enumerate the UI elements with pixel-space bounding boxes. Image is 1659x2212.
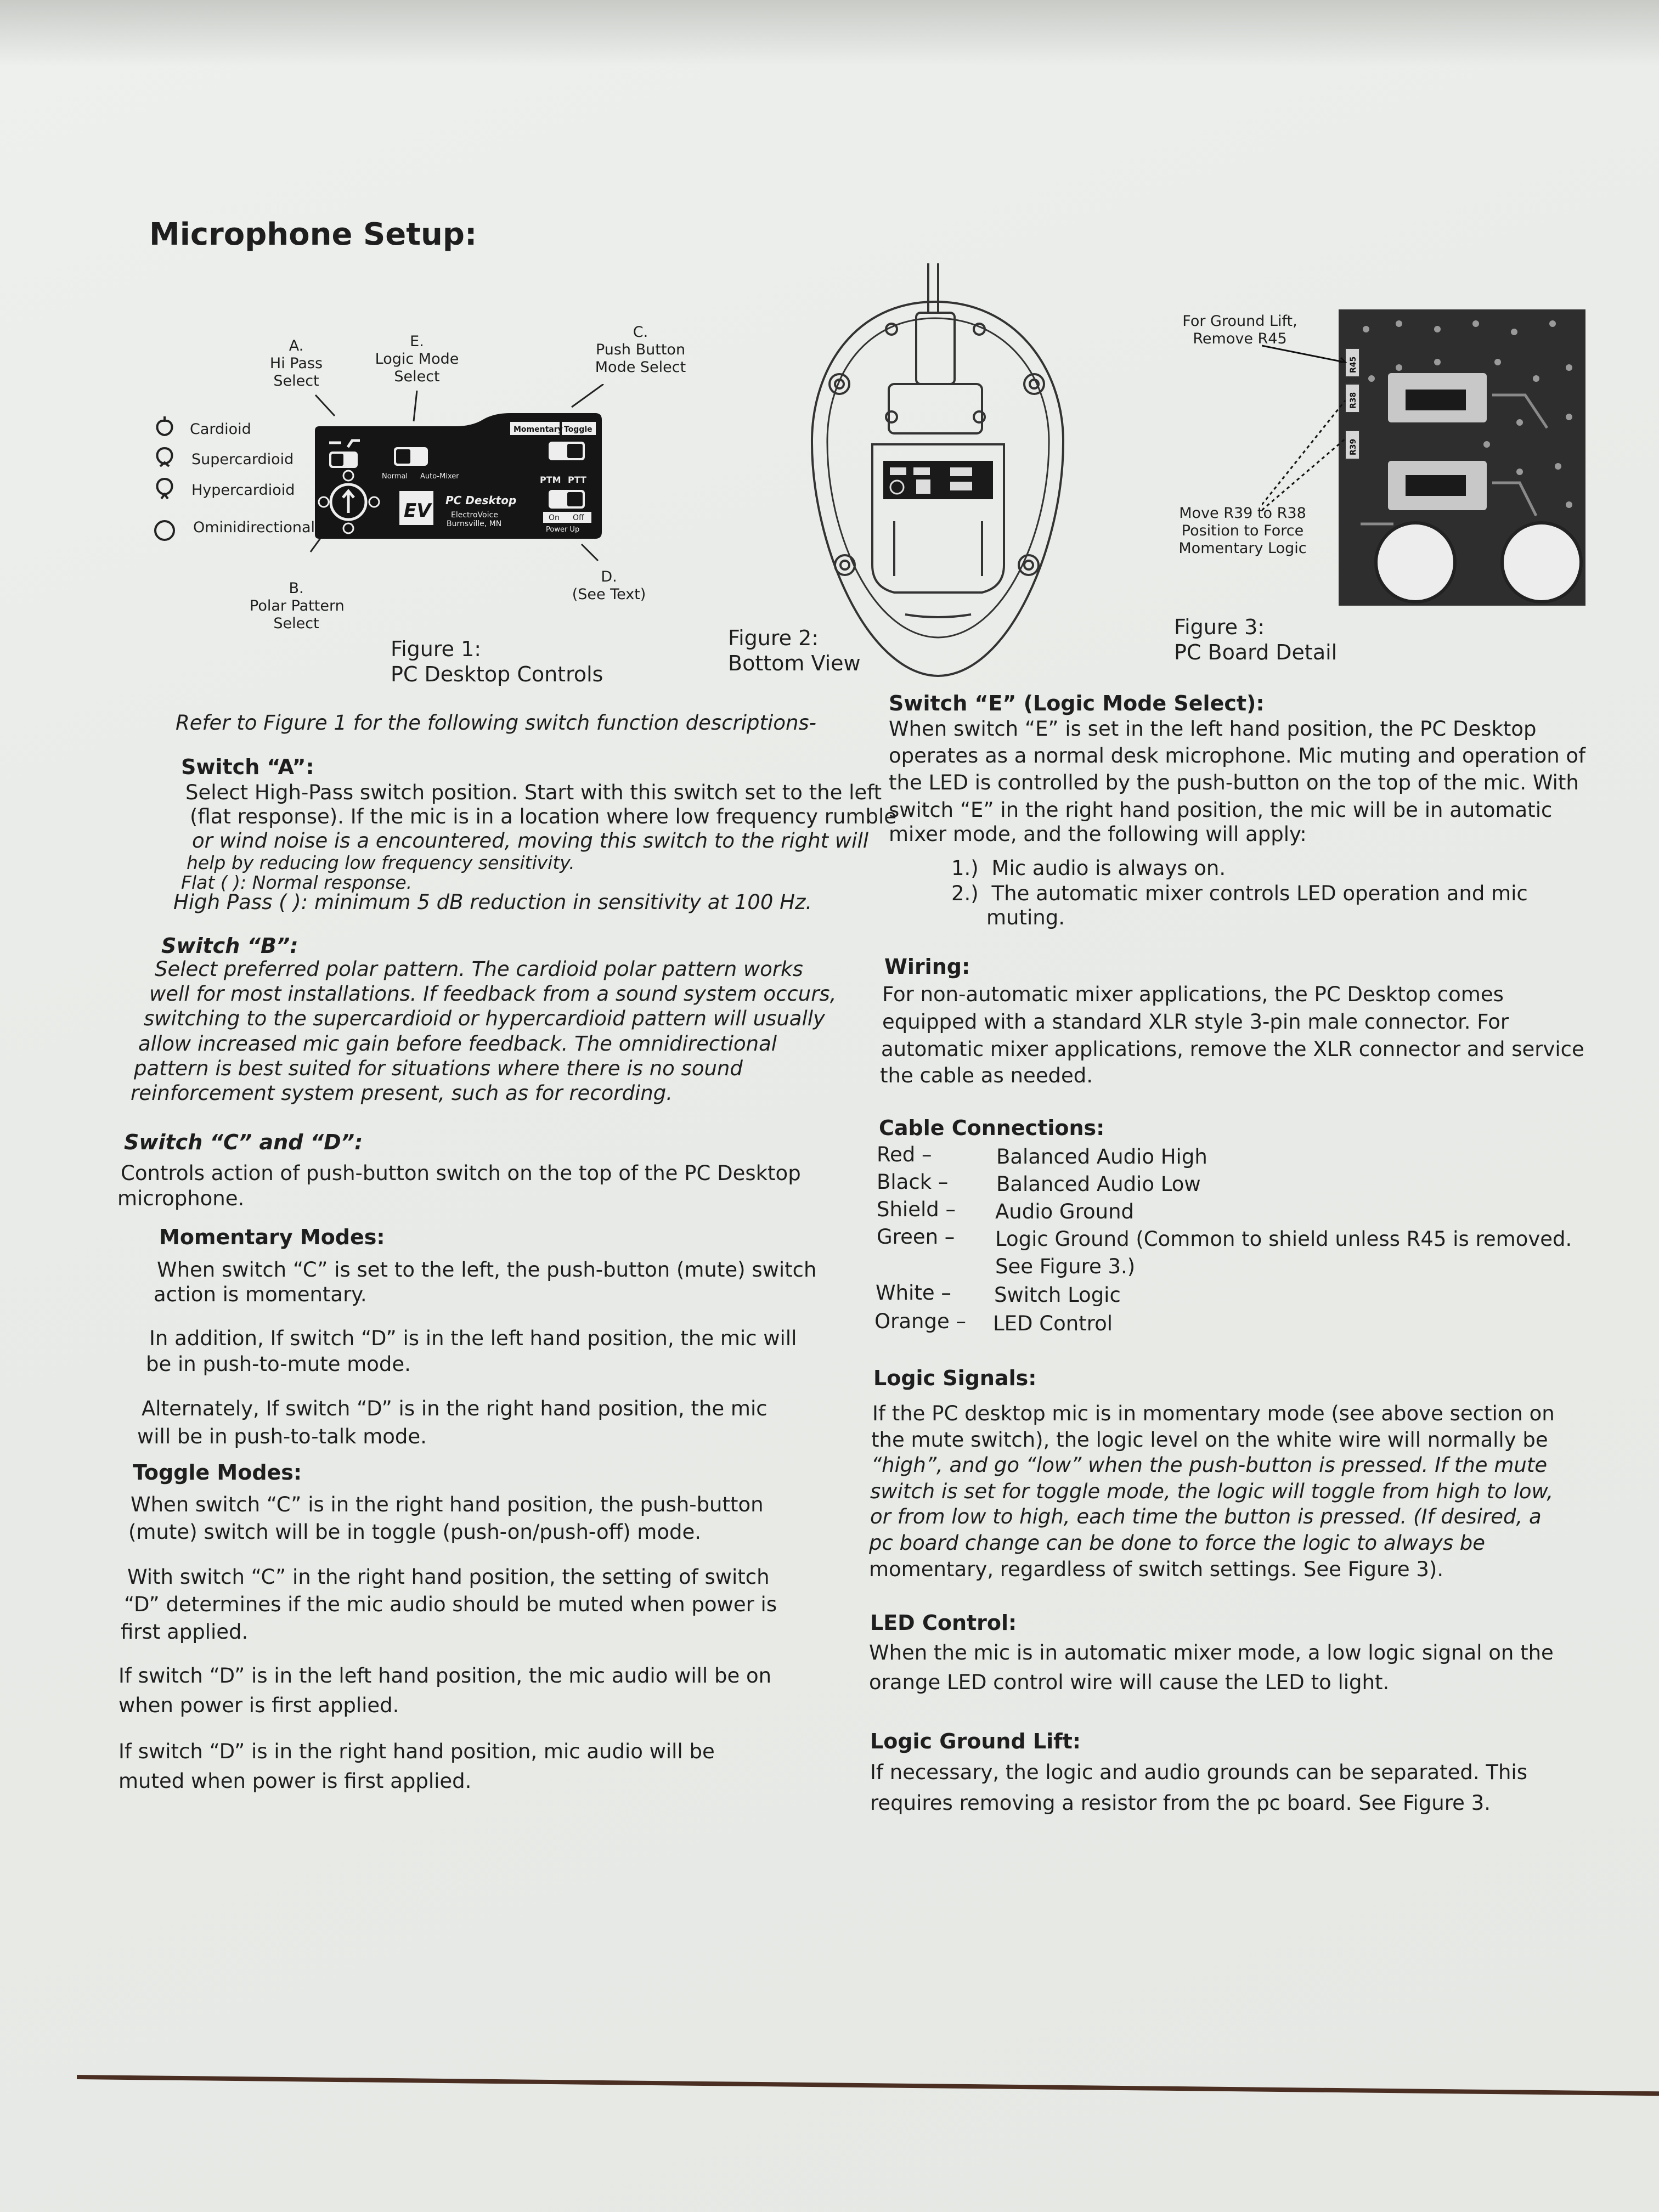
label-auto-mixer: Auto-Mixer: [420, 472, 459, 481]
label-power-up: Power Up: [546, 526, 579, 534]
label-on: On: [549, 514, 560, 522]
figure-3-caption: Figure 3: PC Board Detail: [1174, 615, 1338, 664]
switch-e-item-1: 1.) Mic audio is always on.: [951, 856, 1226, 880]
switch-a-flat: Flat ( ): Normal response.: [181, 872, 413, 893]
figure-1-caption: Figure 1: PC Desktop Controls: [391, 637, 603, 686]
cable-connections-heading: Cable Connections:: [879, 1116, 1105, 1140]
switch-b-heading: Switch “B”:: [161, 934, 298, 958]
bottom-view-drawing: [810, 263, 1065, 678]
label-normal: Normal: [382, 472, 408, 481]
label-off: Off: [573, 514, 584, 522]
momentary-modes-heading: Momentary Modes:: [159, 1225, 385, 1249]
callout-c: C. Push Button Mode Select: [595, 324, 686, 376]
intro-text: Refer to Figure 1 for the following swit…: [176, 711, 817, 735]
callout-b: B. Polar Pattern Select: [250, 580, 345, 632]
switch-cd-heading: Switch “C” and “D”:: [124, 1130, 363, 1154]
toggle-modes-heading: Toggle Modes:: [133, 1460, 302, 1485]
label-r45: R45: [1349, 357, 1358, 373]
svg-text:EV: EV: [404, 500, 432, 522]
legend-hypercardioid: Hypercardioid: [191, 482, 295, 499]
figure-3-note-momentary: Move R39 to R38 Position to Force Moment…: [1178, 505, 1307, 557]
polar-pattern-icons: [154, 416, 175, 541]
label-city: Burnsville, MN: [447, 520, 501, 528]
legend-supercardioid: Supercardioid: [191, 451, 294, 468]
figure-2-caption: Figure 2: Bottom View: [728, 626, 861, 675]
logic-signals-heading: Logic Signals:: [873, 1366, 1037, 1390]
label-momentary: Momentary: [514, 425, 563, 434]
switch-a-high-pass: High Pass ( ): minimum 5 dB reduction in…: [173, 890, 812, 914]
callout-d: D. (See Text): [572, 568, 646, 603]
label-r39: R39: [1349, 439, 1358, 455]
ev-logo: [399, 491, 433, 525]
label-ptt: PTT: [568, 475, 586, 485]
page-title: Microphone Setup:: [149, 217, 477, 252]
omnidirectional-icon: [154, 520, 175, 541]
cardioid-icon: [156, 416, 173, 437]
switch-e-item-2: 2.) The automatic mixer controls LED ope…: [951, 882, 1528, 905]
legend-omnidirectional: Ominidirectional: [193, 519, 315, 536]
label-brand: ElectroVoice: [451, 511, 498, 520]
page-edge-shadow: [0, 0, 1659, 66]
led-control-heading: LED Control:: [870, 1611, 1017, 1635]
wiring-heading: Wiring:: [884, 955, 970, 979]
pc-board-photo: R45 R38 R39: [1262, 309, 1585, 606]
switch-b-rotary: [329, 483, 368, 521]
callout-a: A. Hi Pass Select: [269, 337, 323, 390]
callout-e: E. Logic Mode Select: [375, 333, 459, 385]
figure-3-note-ground-lift: For Ground Lift, Remove R45: [1182, 313, 1297, 347]
label-toggle: Toggle: [564, 425, 592, 434]
hypercardioid-icon: [156, 477, 173, 500]
pc-desktop-control-panel: Normal Auto-Mixer Momentary Toggle PTM P…: [315, 413, 602, 539]
supercardioid-icon: [156, 447, 173, 467]
label-ptm: PTM: [540, 475, 561, 485]
switch-a-heading: Switch “A”:: [181, 755, 314, 779]
logic-ground-lift-heading: Logic Ground Lift:: [870, 1729, 1081, 1753]
label-r38: R38: [1349, 392, 1358, 409]
switch-e-heading: Switch “E” (Logic Mode Select):: [889, 691, 1265, 715]
label-product: PC Desktop: [445, 494, 516, 507]
legend-cardioid: Cardioid: [190, 421, 251, 438]
